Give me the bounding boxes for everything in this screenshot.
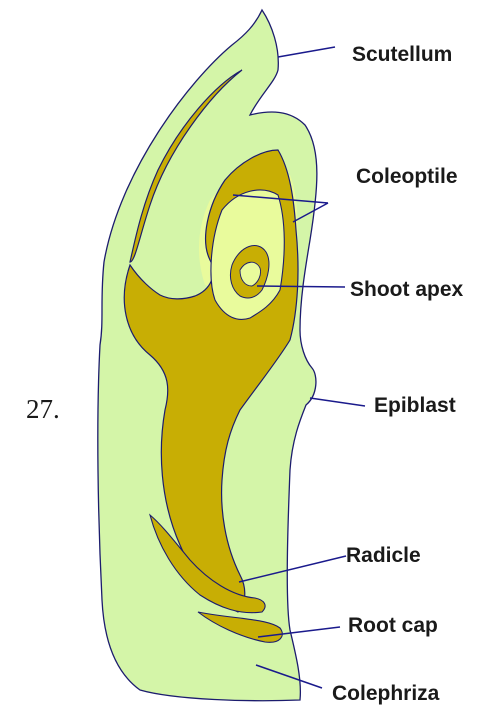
coleorhiza-label: Colephriza [332,682,440,705]
radicle-label: Radicle [346,544,421,567]
epiblast-label: Epiblast [374,394,456,417]
root-cap-label: Root cap [348,614,438,637]
scutellum-label: Scutellum [352,43,452,66]
epiblast-pointer [310,398,365,406]
coleoptile-label: Coleoptile [356,165,458,188]
shoot-apex-label: Shoot apex [350,278,464,301]
figure-number: 27. [26,394,60,424]
shoot-apex-pointer [257,286,345,287]
scutellum-pointer [278,47,335,57]
